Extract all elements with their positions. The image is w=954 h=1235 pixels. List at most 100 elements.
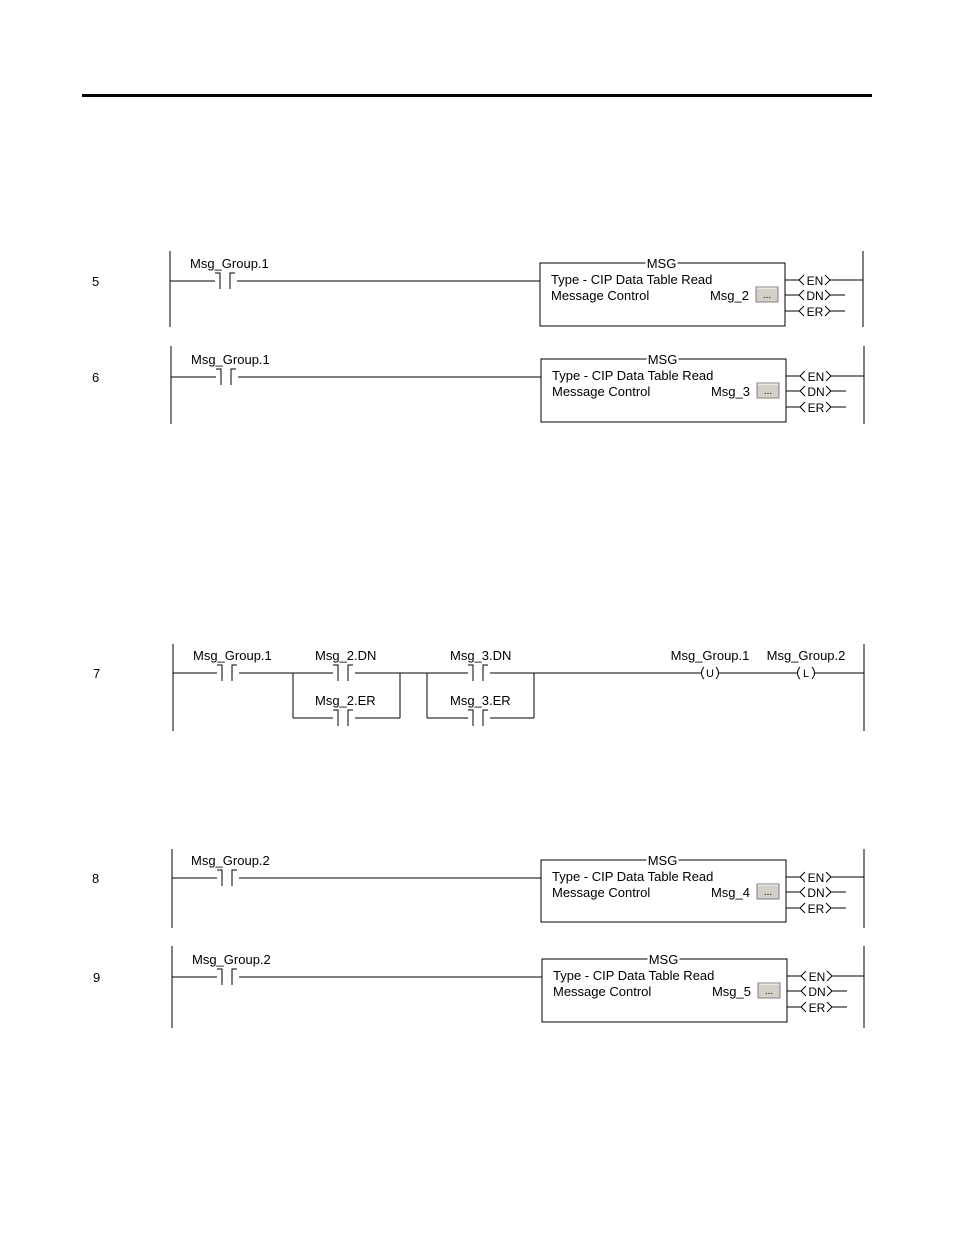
xic-contact[interactable] bbox=[217, 968, 237, 985]
unlatch-coil[interactable]: U Msg_Group.1 bbox=[671, 648, 750, 680]
msg-output-en: EN bbox=[786, 871, 864, 885]
coil-tag-label: Msg_Group.1 bbox=[671, 648, 750, 663]
msg-output-er: ER bbox=[786, 401, 846, 415]
contact-right-bar bbox=[231, 968, 237, 985]
contact-tag-label: Msg_Group.1 bbox=[190, 256, 269, 271]
rung-number: 5 bbox=[92, 274, 99, 289]
msg-output-er: ER bbox=[786, 902, 846, 916]
msg-output-dn: DN bbox=[787, 985, 847, 999]
output-bracket-left bbox=[799, 370, 806, 382]
msg-type-label: Type - CIP Data Table Read bbox=[553, 968, 714, 983]
output-bracket-left bbox=[799, 385, 806, 397]
msg-browse-button[interactable]: ... bbox=[756, 382, 780, 399]
msg-control-label: Message Control bbox=[552, 885, 650, 900]
contact-tag-label: Msg_Group.1 bbox=[191, 352, 270, 367]
output-label: DN bbox=[806, 289, 823, 303]
output-label: EN bbox=[809, 970, 826, 984]
contact-left-bar bbox=[217, 869, 223, 886]
coil-symbol: U bbox=[706, 668, 714, 680]
output-bracket-left bbox=[800, 985, 807, 997]
rung-number: 9 bbox=[93, 970, 100, 985]
latch-coil[interactable]: L Msg_Group.2 bbox=[767, 648, 846, 680]
xic-contact-msg3-dn[interactable] bbox=[468, 664, 488, 681]
output-label: DN bbox=[807, 886, 824, 900]
contact-left-bar bbox=[333, 709, 339, 726]
msg-output-en: EN bbox=[787, 970, 864, 984]
output-bracket-right bbox=[826, 985, 833, 997]
msg-browse-button[interactable]: ... bbox=[756, 883, 780, 900]
xic-contact-msg3-er[interactable] bbox=[468, 709, 488, 726]
contact-left-bar bbox=[468, 664, 474, 681]
xic-contact[interactable] bbox=[215, 272, 235, 289]
msg-control-tag: Msg_2 bbox=[710, 288, 749, 303]
msg-output-er: ER bbox=[787, 1001, 847, 1015]
msg-title: MSG bbox=[648, 352, 678, 367]
msg-browse-button[interactable]: ... bbox=[755, 286, 779, 303]
output-bracket-right bbox=[825, 370, 832, 382]
contact-left-bar bbox=[217, 664, 223, 681]
msg-type-label: Type - CIP Data Table Read bbox=[552, 368, 713, 383]
msg-title-knockout bbox=[647, 954, 680, 964]
msg-control-label: Message Control bbox=[553, 984, 651, 999]
msg-control-tag: Msg_5 bbox=[712, 984, 751, 999]
msg-box bbox=[540, 358, 787, 423]
xic-contact[interactable] bbox=[217, 869, 237, 886]
output-bracket-left bbox=[799, 871, 806, 883]
msg-type-label: Type - CIP Data Table Read bbox=[552, 869, 713, 884]
msg-control-label: Message Control bbox=[552, 384, 650, 399]
output-label: EN bbox=[807, 274, 824, 288]
browse-button-label[interactable]: ... bbox=[764, 386, 772, 397]
coil-left-arc bbox=[797, 666, 801, 680]
msg-title-knockout bbox=[645, 258, 678, 268]
contact-left-bar bbox=[217, 968, 223, 985]
output-label: DN bbox=[808, 985, 825, 999]
xic-contact[interactable] bbox=[216, 368, 236, 385]
coil-tag-label: Msg_Group.2 bbox=[767, 648, 846, 663]
contact-right-bar bbox=[231, 664, 237, 681]
msg-title: MSG bbox=[647, 256, 677, 271]
contact-right-bar bbox=[229, 272, 235, 289]
contact-left-bar bbox=[333, 664, 339, 681]
output-bracket-left bbox=[800, 970, 807, 982]
xic-contact-msg2-er[interactable] bbox=[333, 709, 353, 726]
msg-control-tag: Msg_3 bbox=[711, 384, 750, 399]
contact-right-bar bbox=[347, 709, 353, 726]
output-bracket-right bbox=[825, 886, 832, 898]
coil-symbol: L bbox=[803, 668, 809, 680]
parallel-branch-1: Msg_2.DN Msg_2.ER bbox=[292, 648, 401, 726]
msg-title: MSG bbox=[649, 952, 679, 967]
output-bracket-right bbox=[824, 289, 831, 301]
browse-button-face bbox=[756, 382, 780, 399]
xic-contact[interactable] bbox=[217, 664, 237, 681]
output-label: EN bbox=[808, 370, 825, 384]
browse-button-label[interactable]: ... bbox=[764, 887, 772, 898]
contact-left-bar bbox=[468, 709, 474, 726]
output-bracket-left bbox=[798, 305, 805, 317]
browse-button-face bbox=[756, 883, 780, 900]
output-label: DN bbox=[807, 385, 824, 399]
contact-tag-label: Msg_Group.2 bbox=[191, 853, 270, 868]
contact-left-bar bbox=[216, 368, 222, 385]
output-bracket-right bbox=[825, 902, 832, 914]
browse-button-label[interactable]: ... bbox=[763, 290, 771, 301]
msg-browse-button[interactable]: ... bbox=[757, 982, 781, 999]
browse-button-face bbox=[757, 982, 781, 999]
branch2-top-tag: Msg_3.DN bbox=[450, 648, 511, 663]
msg-output-er: ER bbox=[785, 305, 845, 319]
contact-right-bar bbox=[482, 664, 488, 681]
msg-control-tag: Msg_4 bbox=[711, 885, 750, 900]
contact-right-bar bbox=[230, 368, 236, 385]
msg-type-label: Type - CIP Data Table Read bbox=[551, 272, 712, 287]
msg-title-knockout bbox=[646, 354, 679, 364]
branch1-top-tag: Msg_2.DN bbox=[315, 648, 376, 663]
browse-button-label[interactable]: ... bbox=[765, 986, 773, 997]
branch1-bottom-tag: Msg_2.ER bbox=[315, 693, 376, 708]
output-bracket-right bbox=[825, 385, 832, 397]
xic-contact-msg2-dn[interactable] bbox=[333, 664, 353, 681]
